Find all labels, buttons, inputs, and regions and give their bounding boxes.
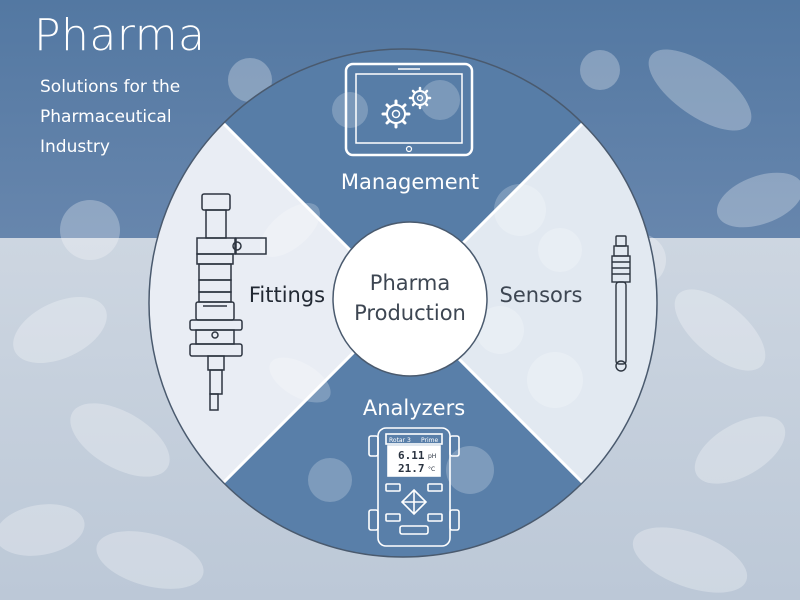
tablet-gears-icon: [344, 62, 474, 157]
analyzer-display-header-left: Rotar 3: [389, 437, 411, 444]
probe-sensor-icon: [611, 235, 631, 372]
analyzer-display-reading-1: 6.11: [398, 449, 425, 462]
page-title: Pharma: [34, 10, 206, 61]
center-circle[interactable]: [332, 221, 488, 377]
handheld-analyzer-icon: [368, 427, 460, 547]
segment-label-fittings: Fittings: [249, 283, 325, 307]
analyzer-display-unit-2: °C: [428, 466, 435, 473]
segment-label-management: Management: [341, 170, 479, 194]
segment-label-analyzers: Analyzers: [363, 396, 465, 420]
fitting-instrument-icon: [189, 193, 267, 411]
segment-label-sensors: Sensors: [500, 283, 583, 307]
center-label-line2: Production: [354, 301, 466, 325]
analyzer-display-header-right: Prime: [421, 437, 438, 444]
center-label-line1: Pharma: [370, 271, 450, 295]
page-subtitle: Solutions for the Pharmaceutical Industr…: [40, 77, 181, 157]
analyzer-display-reading-2: 21.7: [398, 462, 425, 475]
analyzer-display-unit-1: pH: [428, 453, 436, 460]
